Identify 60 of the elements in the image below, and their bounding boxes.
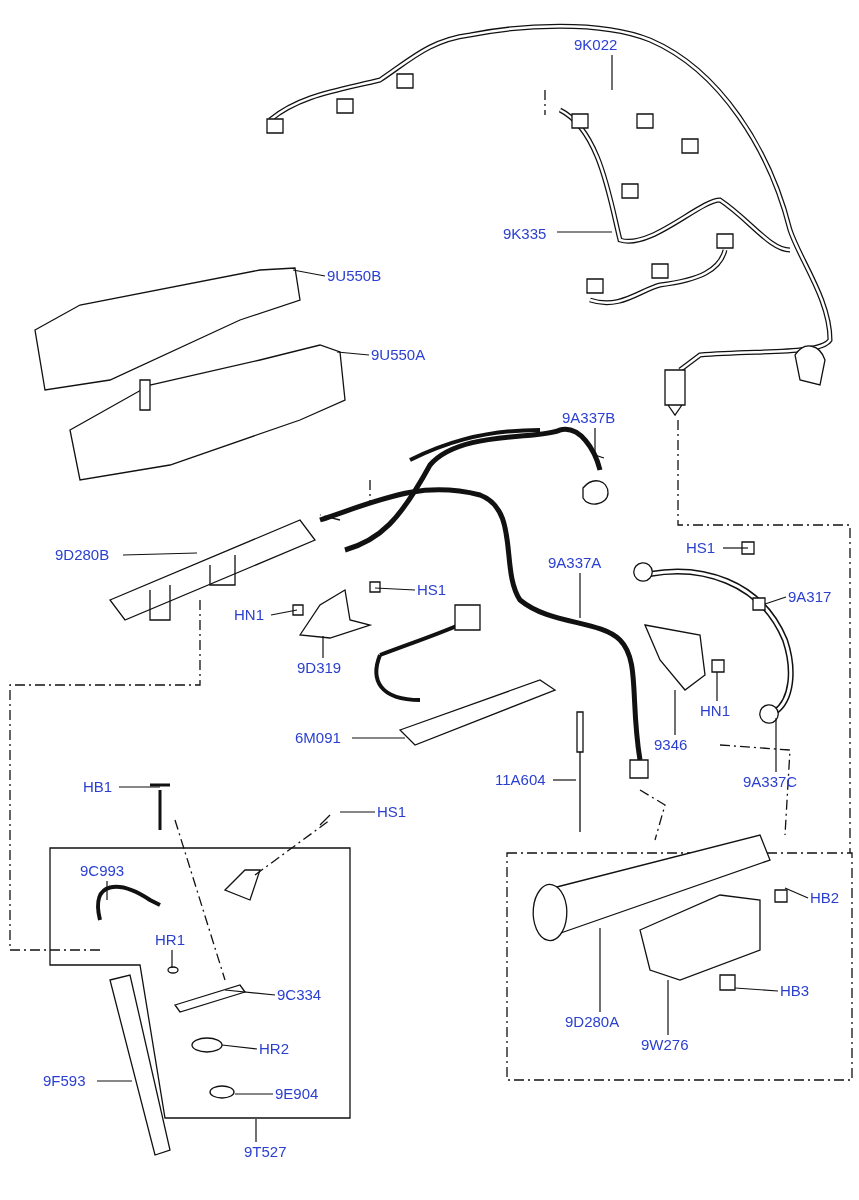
callout-label: 9346 <box>654 736 688 754</box>
callout-label: HB3 <box>780 982 810 1000</box>
callout-label: 9F593 <box>43 1072 86 1090</box>
callout-label: HB1 <box>83 778 113 796</box>
leader-line <box>122 552 198 556</box>
callout-label: 9D280A <box>565 1013 620 1031</box>
leader-line <box>336 351 370 356</box>
callout-label: HN1 <box>234 606 264 624</box>
callout-label: 9W276 <box>641 1036 689 1054</box>
callout-label: 9U550A <box>371 346 426 364</box>
callout-label: 6M091 <box>295 729 341 747</box>
leader-line <box>118 786 161 788</box>
leader-line <box>716 671 718 702</box>
callout-label: 9A317 <box>788 588 832 606</box>
leader-line <box>764 596 787 605</box>
leader-line <box>339 811 376 813</box>
callout-label: 9A337B <box>562 409 616 427</box>
callout-label: 9K335 <box>503 225 547 243</box>
callout-label: HN1 <box>700 702 730 720</box>
callout-label: HS1 <box>417 581 447 599</box>
leader-line <box>734 987 779 992</box>
callout-label: 9C334 <box>277 986 322 1004</box>
leader-line <box>221 1044 258 1050</box>
callout-label: 9T527 <box>244 1143 287 1161</box>
leader-line <box>599 927 601 1013</box>
callout-label: 9C993 <box>80 862 125 880</box>
callout-label: HR2 <box>259 1040 289 1058</box>
leader-line <box>322 635 324 659</box>
callout-label: 11A604 <box>495 771 546 789</box>
leader-line <box>674 689 676 736</box>
leader-line <box>611 54 613 91</box>
leader-line <box>292 269 326 277</box>
leader-line <box>374 587 416 591</box>
leader-line <box>96 1080 133 1082</box>
leader-line <box>224 989 276 996</box>
callout-label: 9D319 <box>297 659 342 677</box>
callout-label: HS1 <box>377 803 407 821</box>
callout-label: 9U550B <box>327 267 382 285</box>
callout-label: HR1 <box>155 931 185 949</box>
leader-line <box>579 572 581 619</box>
leader-line <box>784 887 809 899</box>
leader-line <box>594 427 605 459</box>
leader-line <box>234 1093 274 1095</box>
leader-line <box>667 979 669 1036</box>
leader-line <box>556 231 613 233</box>
leader-line <box>775 717 777 773</box>
callout-label: 9D280B <box>55 546 110 564</box>
leader-line <box>171 949 173 969</box>
leader-line <box>722 547 749 549</box>
callout-label: 9K022 <box>574 36 618 54</box>
leader-line <box>106 880 108 901</box>
callout-label: HB2 <box>810 889 840 907</box>
callout-label: 9E904 <box>275 1085 319 1103</box>
leader-line <box>270 609 298 616</box>
callout-label: 9A337C <box>743 773 798 791</box>
leader-line <box>255 1118 257 1143</box>
leader-line <box>351 737 406 739</box>
callout-label: HS1 <box>686 539 716 557</box>
leader-line <box>552 779 577 781</box>
callout-label: 9A337A <box>548 554 602 572</box>
